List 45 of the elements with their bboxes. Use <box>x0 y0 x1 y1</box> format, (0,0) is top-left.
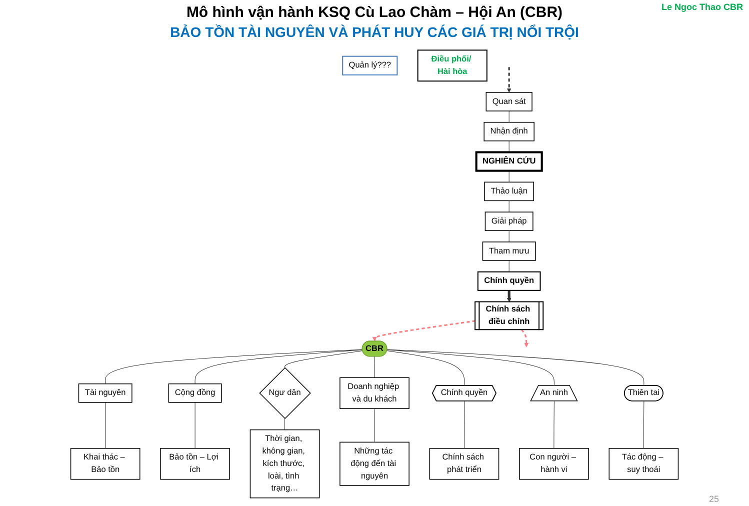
connector <box>508 110 510 123</box>
node-box: Thảo luận <box>484 182 534 202</box>
arrow <box>506 67 512 93</box>
subtitle: BẢO TỒN TÀI NGUYÊN VÀ PHÁT HUY CÁC GIÁ TRỊ NỔI TRỘI <box>170 24 579 40</box>
node-box: Bảo tồn – Lợi ích <box>160 448 230 480</box>
node-box: Tài nguyên <box>78 383 132 403</box>
connector <box>105 402 106 449</box>
author-note: Le Ngoc Thao CBR <box>661 2 743 12</box>
node-box: Nhận định <box>484 122 534 142</box>
node-box: Doanh nghiệp và du khách <box>340 377 410 409</box>
connector <box>284 418 286 430</box>
connector <box>284 350 363 368</box>
node-box: Thời gian, không gian, kích thước, loài, tình trạng… <box>250 429 320 498</box>
arrow <box>521 329 529 348</box>
node-box: Con người – hành vi <box>519 448 589 480</box>
connector <box>386 350 465 386</box>
node-box: Khai thác – Bảo tồn <box>70 448 140 480</box>
node-box: NGHIÊN CỨU <box>475 151 543 172</box>
arrow <box>372 320 476 342</box>
node-box: Tham mưu <box>482 242 536 261</box>
connector <box>643 400 644 449</box>
node-box: Quan sát <box>486 92 532 112</box>
connector <box>508 200 510 212</box>
connector <box>194 350 363 384</box>
node-box: Giải pháp <box>484 212 534 231</box>
page-number: 25 <box>708 494 719 504</box>
node-box: Cộng đồng <box>168 383 222 403</box>
connector <box>508 230 510 242</box>
connector <box>386 350 554 386</box>
connector <box>386 349 644 386</box>
node-box: Những tác động đến tài nguyên <box>340 442 410 486</box>
connector <box>374 356 376 378</box>
node-box: Điều phối/ Hài hòa <box>417 50 488 82</box>
node-box: Tác động – suy thoái <box>608 448 679 480</box>
connector <box>194 402 196 449</box>
node-box: Quản lý??? <box>342 56 398 76</box>
node-diamond: Ngư dân <box>259 367 311 420</box>
connector <box>374 408 375 442</box>
diagram-title: Mô hình vận hành KSQ Cù Lao Chàm – Hội An (CBR) <box>186 4 563 21</box>
connector <box>508 260 510 272</box>
arrow <box>506 290 512 302</box>
connector <box>105 349 363 384</box>
node-box: Chính sách phát triển <box>429 448 500 480</box>
node-box: Chính quyền <box>477 271 541 291</box>
connector <box>464 400 465 449</box>
